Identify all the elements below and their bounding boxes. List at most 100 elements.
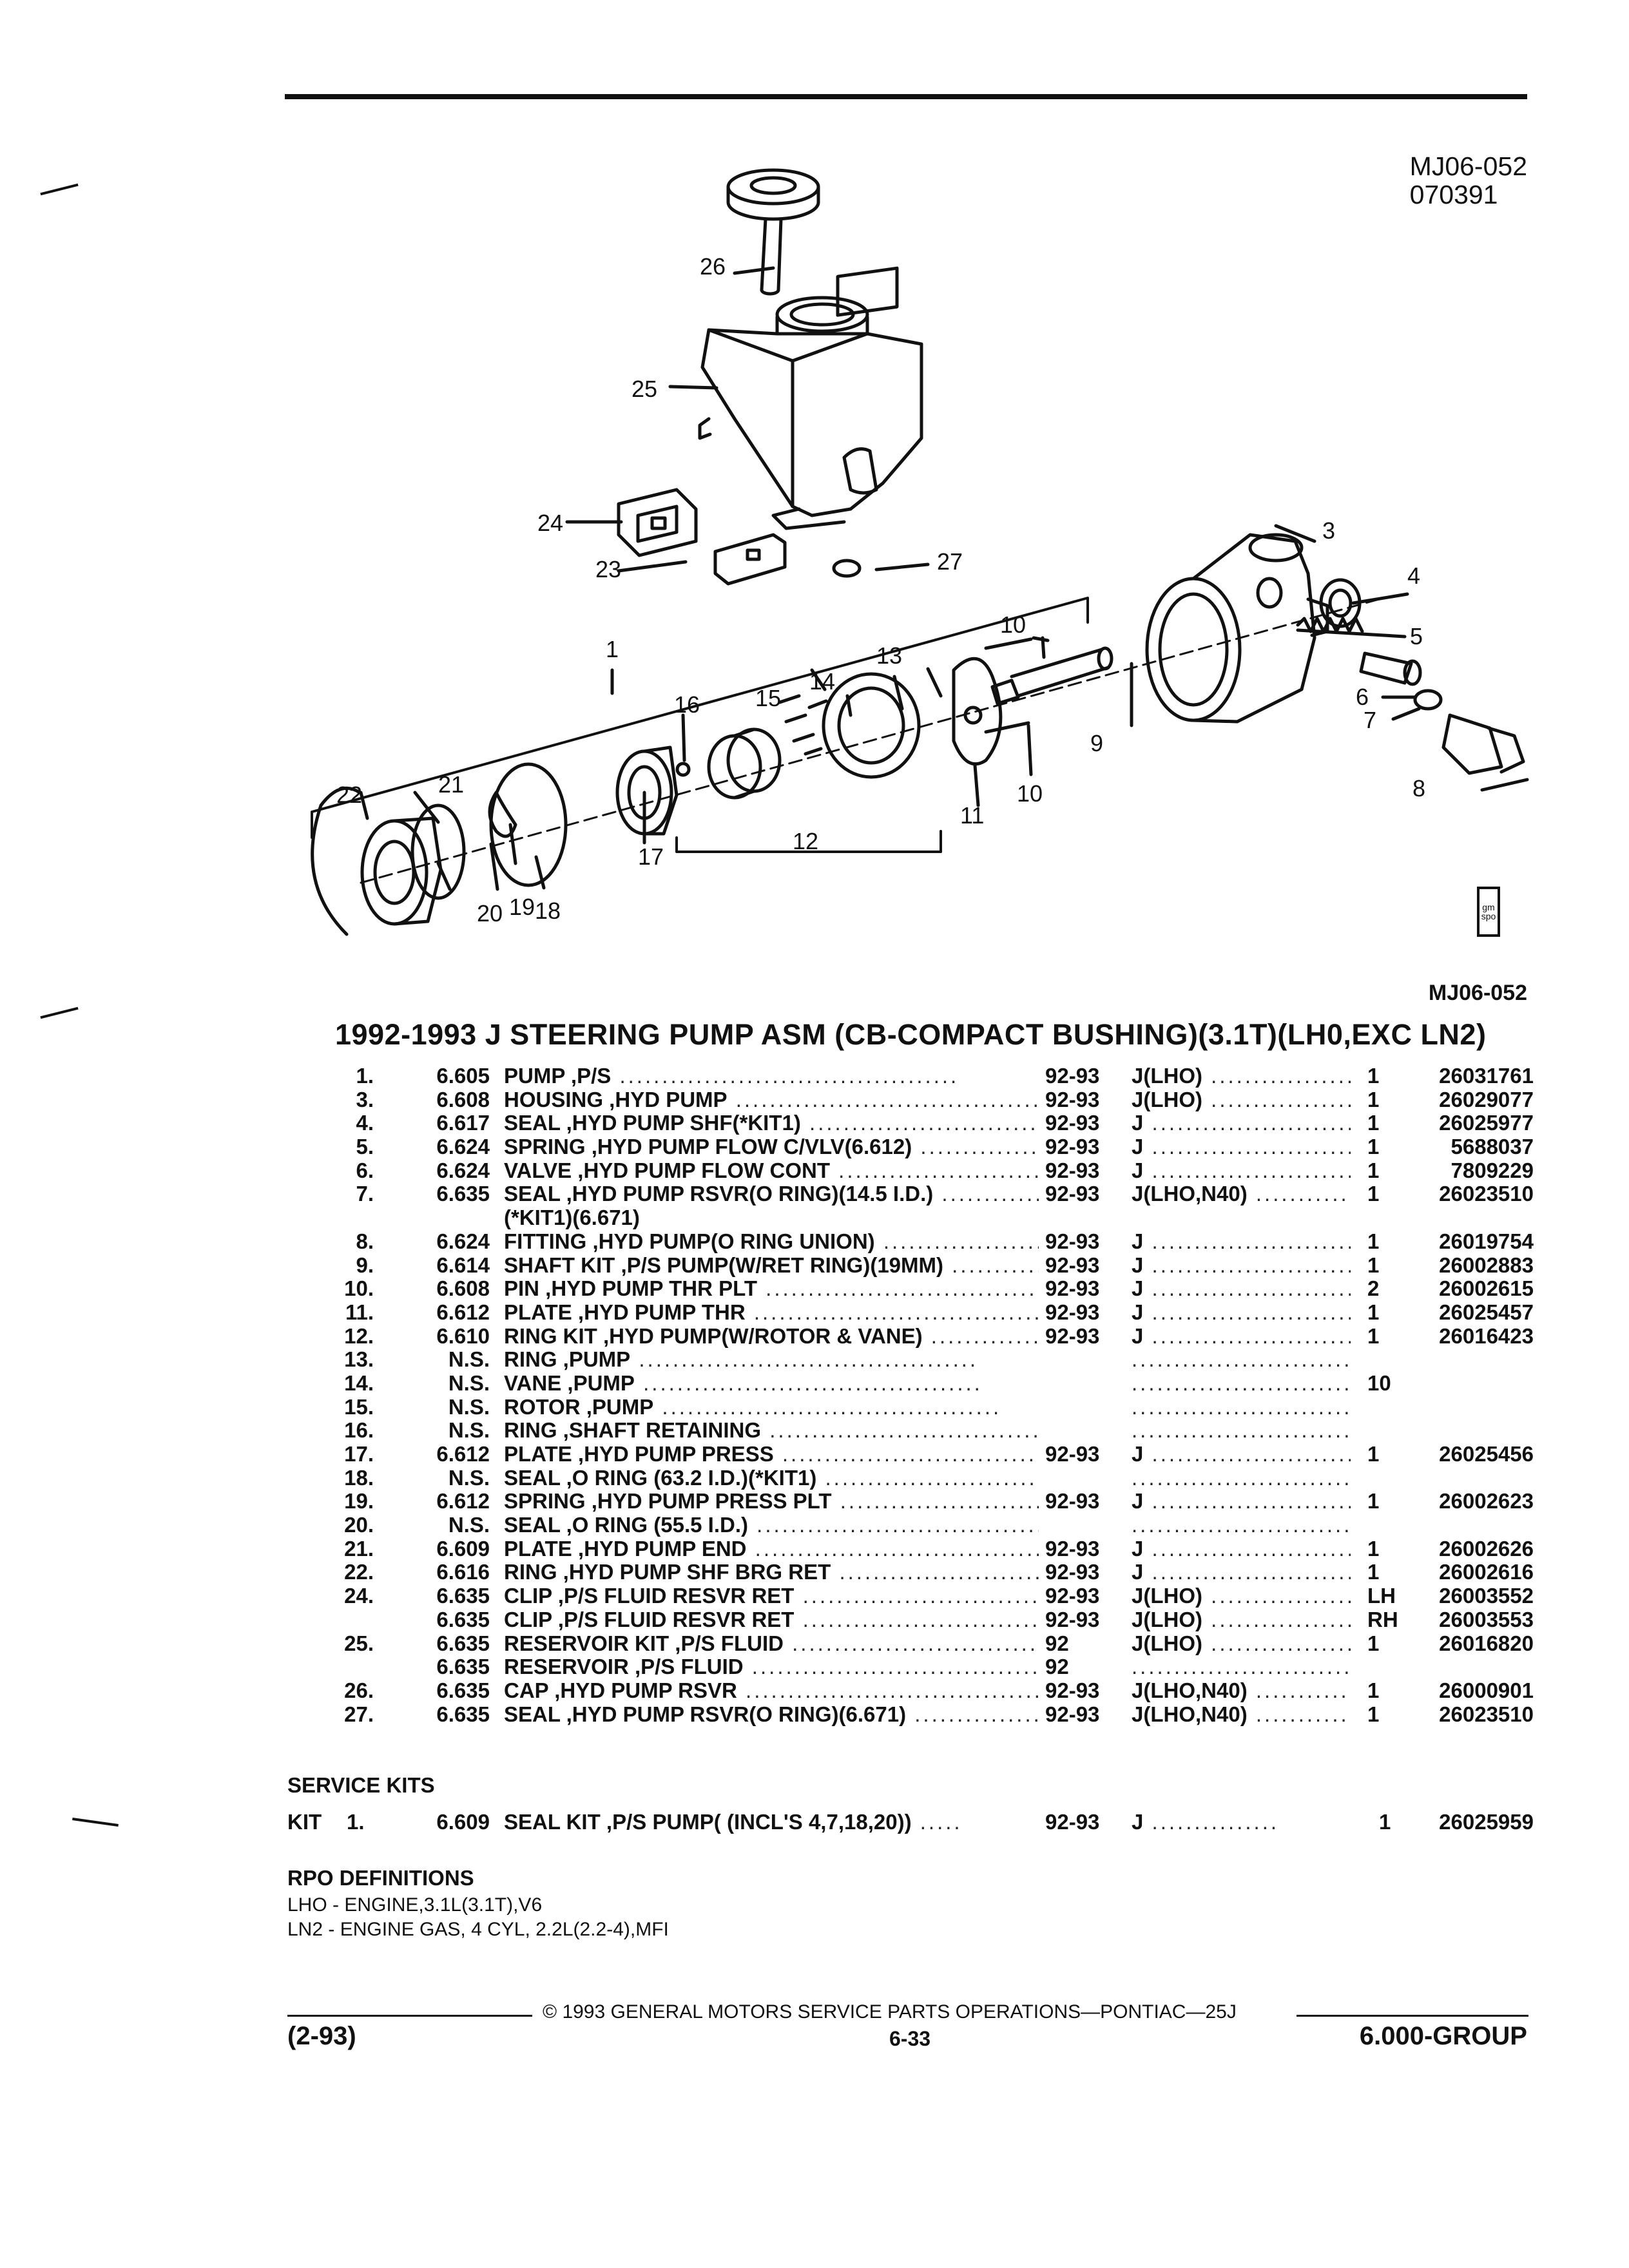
part-quantity: 1 xyxy=(1367,1489,1380,1514)
part-quantity: 1 xyxy=(1367,1442,1380,1466)
part-number: 26002623 xyxy=(1439,1489,1534,1514)
part-detail: HYD PUMP PRESS xyxy=(584,1443,774,1466)
part-description: PLATE ,HYD PUMP THR ....................… xyxy=(504,1300,1039,1324)
part-description: VANE ,PUMP .............................… xyxy=(504,1371,983,1395)
part-quantity: 1 xyxy=(1367,1158,1380,1182)
part-item-number: 18. xyxy=(344,1465,374,1490)
part-name: SPRING xyxy=(504,1135,586,1159)
part-description: RING ,SHAFT RETAINING ..................… xyxy=(504,1419,1039,1443)
reservoir-seal-drawing xyxy=(832,559,862,578)
part-item-number: 1. xyxy=(356,1064,374,1088)
part-years: 92-93 xyxy=(1045,1536,1100,1561)
part-detail: HYD PUMP THR PLT xyxy=(551,1277,757,1301)
part-item-number: 27. xyxy=(344,1702,374,1726)
part-group-number: 6.614 xyxy=(436,1253,490,1277)
part-name: CLIP xyxy=(504,1608,552,1631)
part-number: 26025456 xyxy=(1439,1442,1534,1466)
part-group-number: 6.635 xyxy=(436,1182,490,1206)
part-item-number: 25. xyxy=(344,1631,374,1655)
callout-14: 14 xyxy=(809,668,835,695)
part-description: CLIP ,P/S FLUID RESVR RET ..............… xyxy=(504,1608,1039,1631)
part-years: 92-93 xyxy=(1045,1276,1100,1301)
part-description: RESERVOIR KIT ,P/S FLUID ...............… xyxy=(504,1631,1039,1655)
part-years: 92-93 xyxy=(1045,1064,1100,1088)
part-detail: PUMP xyxy=(568,1348,631,1372)
page-number: 6-33 xyxy=(889,2027,931,2050)
part-description: RING KIT ,HYD PUMP(W/ROTOR & VANE) .....… xyxy=(504,1324,1039,1348)
part-detail: O RING (55.5 I.D.) xyxy=(572,1514,748,1537)
flow-valve-drawing xyxy=(1359,651,1422,686)
part-detail: HYD PUMP(W/ROTOR & VANE) xyxy=(609,1324,923,1348)
part-number: 7809229 xyxy=(1451,1158,1534,1182)
callout-26: 26 xyxy=(700,253,726,280)
part-group-number: 6.612 xyxy=(436,1442,490,1466)
part-name: PLATE xyxy=(504,1537,572,1561)
part-item-number: 26. xyxy=(344,1678,374,1702)
part-years: 92-93 xyxy=(1045,1702,1100,1726)
part-detail: HYD PUMP FLOW CONT xyxy=(583,1158,831,1182)
callout-25: 25 xyxy=(631,376,657,402)
part-item-number: 15. xyxy=(344,1394,374,1419)
kit-number: 1. xyxy=(347,1810,365,1834)
part-description: SPRING ,HYD PUMP FLOW C/VLV(6.612) .....… xyxy=(504,1135,1039,1159)
part-number: 26031761 xyxy=(1439,1064,1534,1088)
part-group-number: 6.624 xyxy=(436,1158,490,1182)
catalog-title: 1992-1993 J STEERING PUMP ASM (CB-COMPAC… xyxy=(335,1018,1487,1051)
part-detail: (*KIT1)(6.671) xyxy=(504,1206,640,1230)
part-group-number: 6.608 xyxy=(436,1087,490,1111)
part-description: PLATE ,HYD PUMP PRESS ..................… xyxy=(504,1443,1039,1466)
part-group-number: N.S. xyxy=(448,1394,490,1419)
part-detail: P/S PUMP(W/RET RING)(19MM) xyxy=(626,1253,943,1277)
part-name: PLATE xyxy=(504,1300,572,1324)
part-years: 92-93 xyxy=(1045,1489,1100,1514)
part-name: SHAFT KIT xyxy=(504,1253,615,1277)
margin-mark xyxy=(40,183,79,196)
part-model: J(LHO) .............................. xyxy=(1132,1064,1351,1088)
part-number: 26000901 xyxy=(1439,1678,1534,1702)
part-number: 26003552 xyxy=(1439,1584,1534,1608)
part-years: 92-93 xyxy=(1045,1442,1100,1466)
footer-date-code: (2-93) xyxy=(287,2022,356,2050)
o-ring-drawing xyxy=(1413,689,1443,711)
part-item-number: 19. xyxy=(344,1489,374,1514)
part-item-number: 13. xyxy=(344,1347,374,1372)
callout-18: 18 xyxy=(535,898,561,924)
callout-27: 27 xyxy=(937,548,963,575)
part-number: 26002616 xyxy=(1439,1560,1534,1584)
part-detail: PUMP xyxy=(573,1371,635,1395)
part-item-number: 5. xyxy=(356,1135,374,1159)
part-number: 26002615 xyxy=(1439,1276,1534,1301)
callout-5: 5 xyxy=(1410,623,1423,649)
rpo-line: LN2 - ENGINE GAS, 4 CYL, 2.2L(2.2-4),MFI xyxy=(287,1919,669,1940)
part-group-number: 6.635 xyxy=(436,1631,490,1655)
part-model: J .............................. xyxy=(1132,1229,1351,1253)
callout-4: 4 xyxy=(1407,562,1420,589)
kit-qty: 1 xyxy=(1379,1810,1391,1834)
service-kit-row: KIT 1. 6.609 SEAL KIT ,P/S PUMP( (INCL'S… xyxy=(287,1811,1534,1836)
part-group-number: 6.617 xyxy=(436,1111,490,1135)
part-detail: HYD PUMP PRESS PLT xyxy=(597,1490,832,1514)
callout-1: 1 xyxy=(606,636,619,662)
part-quantity: 1 xyxy=(1367,1536,1380,1561)
parts-row: (*KIT1)(6.671) xyxy=(335,1206,1534,1230)
callout-17: 17 xyxy=(638,843,664,870)
part-name: RESERVOIR KIT xyxy=(504,1631,670,1655)
part-name: FITTING xyxy=(504,1229,587,1253)
service-kits-heading: SERVICE KITS xyxy=(287,1773,435,1797)
part-quantity: RH xyxy=(1367,1607,1398,1631)
part-number: 26002626 xyxy=(1439,1536,1534,1561)
retaining-ring-drawing xyxy=(675,762,691,777)
part-quantity: 1 xyxy=(1367,1678,1380,1702)
part-name: PLATE xyxy=(504,1443,572,1466)
callout-6: 6 xyxy=(1356,684,1369,710)
figure-code-block: MJ06-052 070391 xyxy=(1410,152,1527,209)
part-detail: HYD PUMP RSVR(O RING)(6.671) xyxy=(572,1702,907,1726)
